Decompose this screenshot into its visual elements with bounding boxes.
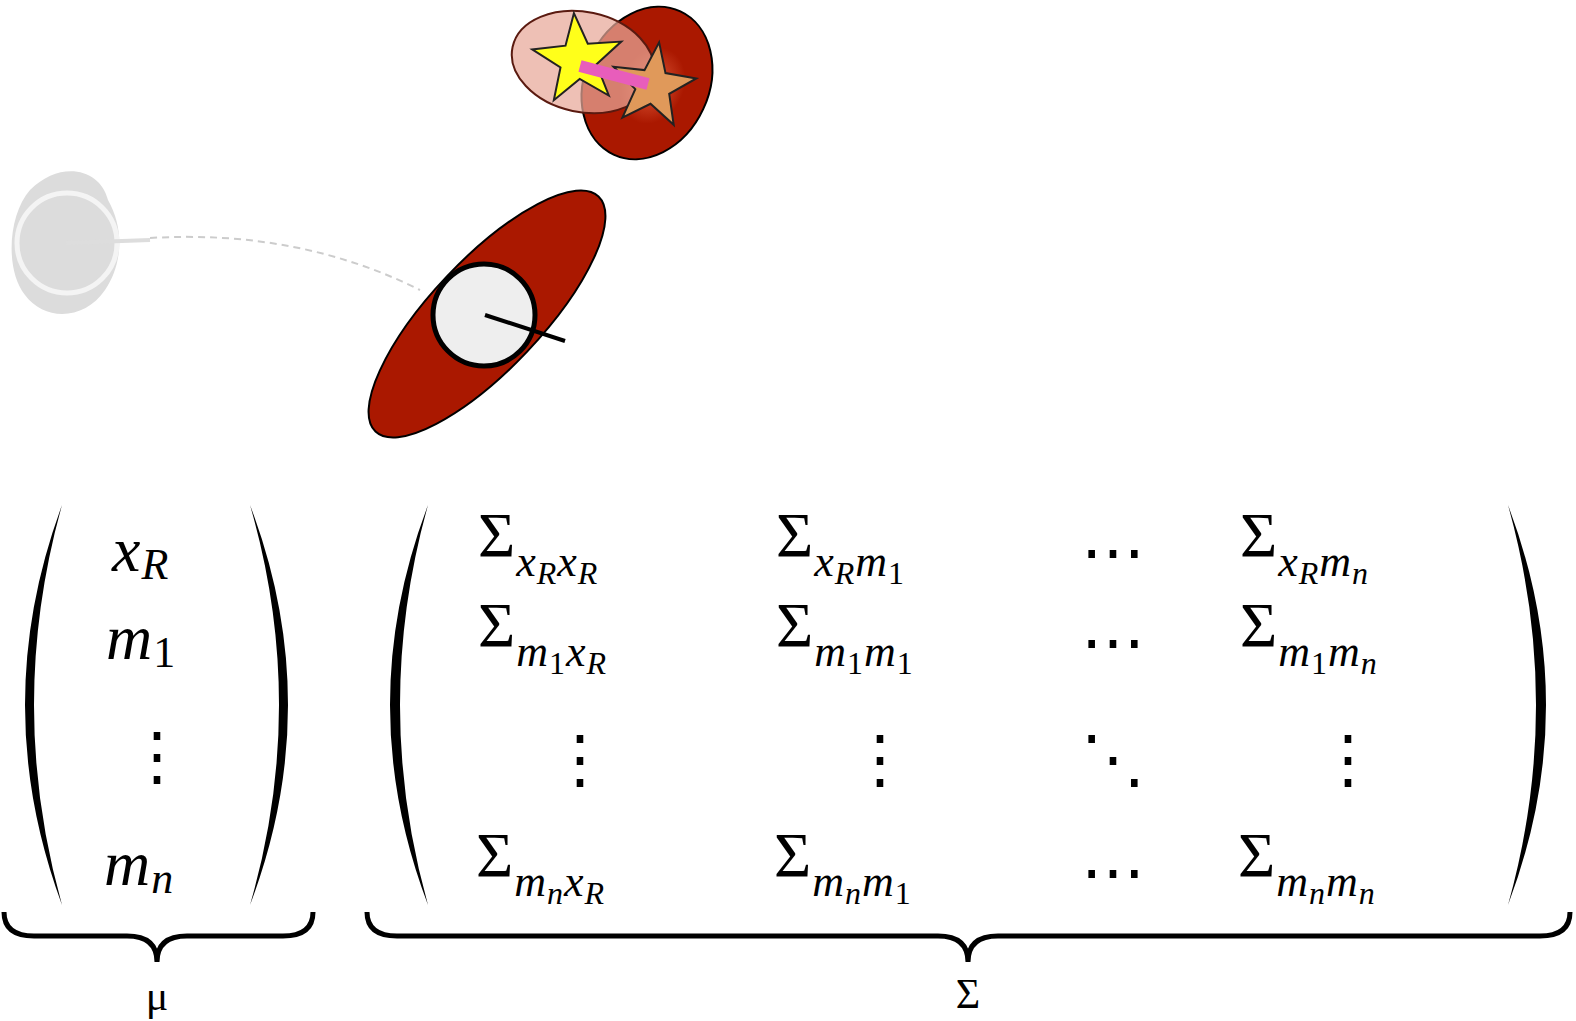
math-symbol: Σ — [774, 824, 811, 888]
math-symbol: Σ — [956, 973, 980, 1015]
math-symbol: x — [557, 540, 577, 584]
math-symbol: 1 — [888, 557, 904, 589]
math-symbol: ⋮ — [848, 728, 912, 792]
math-symbol: n — [1359, 877, 1375, 909]
math-symbol: R — [585, 877, 605, 909]
math-symbol: m — [855, 540, 887, 584]
math-symbol: ⋮ — [1316, 728, 1380, 792]
math-symbol: m — [514, 860, 546, 904]
math-symbol: Σ — [776, 594, 813, 658]
math-symbol: m — [104, 832, 150, 896]
math-symbol: m — [1326, 860, 1358, 904]
math-symbol: x — [814, 540, 834, 584]
underbrace — [367, 912, 1570, 962]
trajectory — [150, 237, 420, 290]
math-symbol: R — [141, 543, 168, 587]
math-symbol: R — [1299, 557, 1319, 589]
math-symbol: ⋯ — [1081, 841, 1145, 905]
underbrace — [4, 912, 313, 962]
math-symbol: m — [1328, 630, 1360, 674]
math-symbol: 1 — [847, 647, 863, 679]
math-symbol: ⋮ — [548, 728, 612, 792]
math-symbol: R — [587, 647, 607, 679]
math-symbol: n — [1352, 557, 1368, 589]
math-symbol: 1 — [897, 647, 913, 679]
math-symbol: Σ — [1238, 824, 1275, 888]
math-symbol: m — [862, 860, 894, 904]
math-symbol: ⋯ — [1081, 611, 1145, 675]
math-symbol: n — [845, 877, 861, 909]
parenthesis — [250, 505, 288, 905]
math-symbol: μ — [146, 975, 169, 1017]
math-symbol: x — [1278, 540, 1298, 584]
math-symbol: R — [835, 557, 855, 589]
math-symbol: n — [1361, 647, 1377, 679]
math-symbol: Σ — [478, 504, 515, 568]
math-symbol: ⋮ — [125, 725, 189, 789]
ghost-heading — [66, 240, 150, 243]
math-symbol: m — [106, 606, 152, 670]
parenthesis — [25, 505, 62, 905]
math-symbol: R — [537, 557, 557, 589]
math-symbol: ⋯ — [1081, 521, 1145, 585]
math-symbol: Σ — [478, 594, 515, 658]
math-symbol: n — [1309, 877, 1325, 909]
math-symbol: x — [516, 540, 536, 584]
math-symbol: m — [516, 630, 548, 674]
math-symbol: 1 — [153, 631, 175, 675]
math-symbol: Σ — [1240, 504, 1277, 568]
landmark-correlation-bar — [580, 66, 648, 84]
math-symbol: m — [814, 630, 846, 674]
math-symbol: 1 — [895, 877, 911, 909]
previous-robot-pose — [12, 171, 420, 314]
math-symbol: 1 — [549, 647, 565, 679]
parenthesis — [1508, 505, 1546, 905]
parenthesis — [390, 505, 428, 905]
math-symbol: m — [864, 630, 896, 674]
math-symbol: x — [112, 518, 140, 582]
robot-heading — [485, 315, 565, 341]
math-symbol: Σ — [476, 824, 513, 888]
math-symbol: Σ — [776, 504, 813, 568]
math-symbol: m — [1319, 540, 1351, 584]
robot — [433, 264, 535, 366]
landmark-star — [532, 13, 621, 100]
math-symbol: Σ — [1240, 594, 1277, 658]
math-symbol: 1 — [1311, 647, 1327, 679]
math-symbol: m — [1278, 630, 1310, 674]
math-symbol: x — [566, 630, 586, 674]
math-symbol: m — [1276, 860, 1308, 904]
math-symbol: x — [564, 860, 584, 904]
math-symbol: R — [578, 557, 598, 589]
robot-covariance-ellipse — [336, 159, 639, 470]
math-symbol: ⋱ — [1081, 728, 1145, 792]
math-symbol: m — [812, 860, 844, 904]
math-symbol: n — [151, 857, 173, 901]
math-symbol: n — [547, 877, 563, 909]
